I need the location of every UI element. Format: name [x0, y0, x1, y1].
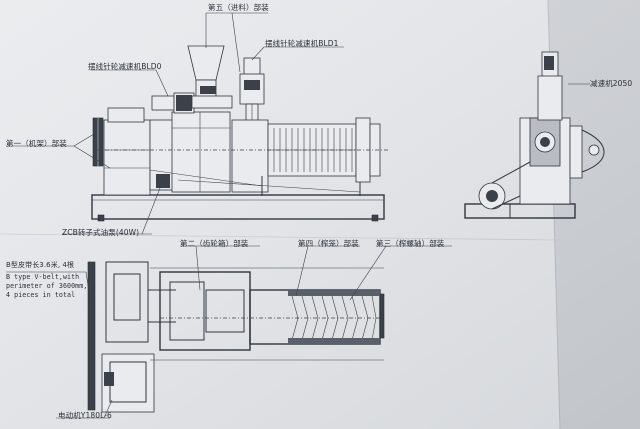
label-cage-section: 第四（榨笼）部装	[298, 239, 359, 248]
label-reducer-bld0: 摆线针轮减速机BLD0	[88, 62, 162, 71]
screw-flights	[291, 295, 377, 341]
label-feed-section: 第五（进料）部装	[208, 3, 269, 12]
base-frame	[91, 194, 385, 220]
v-belt	[87, 261, 96, 411]
label-motor: 电动机Y180L-6	[58, 411, 112, 420]
label-screw-section: 第三（榨螺轴）部装	[376, 239, 445, 248]
label-belt-en-2: perimeter of 3600mm,	[6, 282, 88, 290]
label-belt-en-1: B type V-belt,with	[6, 273, 80, 281]
label-gearbox-section: 第二（齿轮箱）部装	[180, 239, 249, 248]
label-reducer-bld1: 摆线针轮减速机BLD1	[265, 39, 339, 48]
label-reducer-2050: 减速机2050	[590, 79, 633, 88]
label-belt-cn: B型皮带长3.6米, 4根	[6, 261, 75, 269]
gear-pump	[156, 174, 170, 188]
side-reducer	[537, 75, 563, 121]
label-gear-pump: ZCB转子式油泵(40W)	[62, 228, 140, 237]
label-frame-section: 第一（机架）部装	[6, 139, 67, 148]
label-belt-en-3: 4 pieces in total	[6, 291, 76, 299]
motor-outline	[105, 261, 149, 343]
gearbox-body	[171, 111, 231, 193]
